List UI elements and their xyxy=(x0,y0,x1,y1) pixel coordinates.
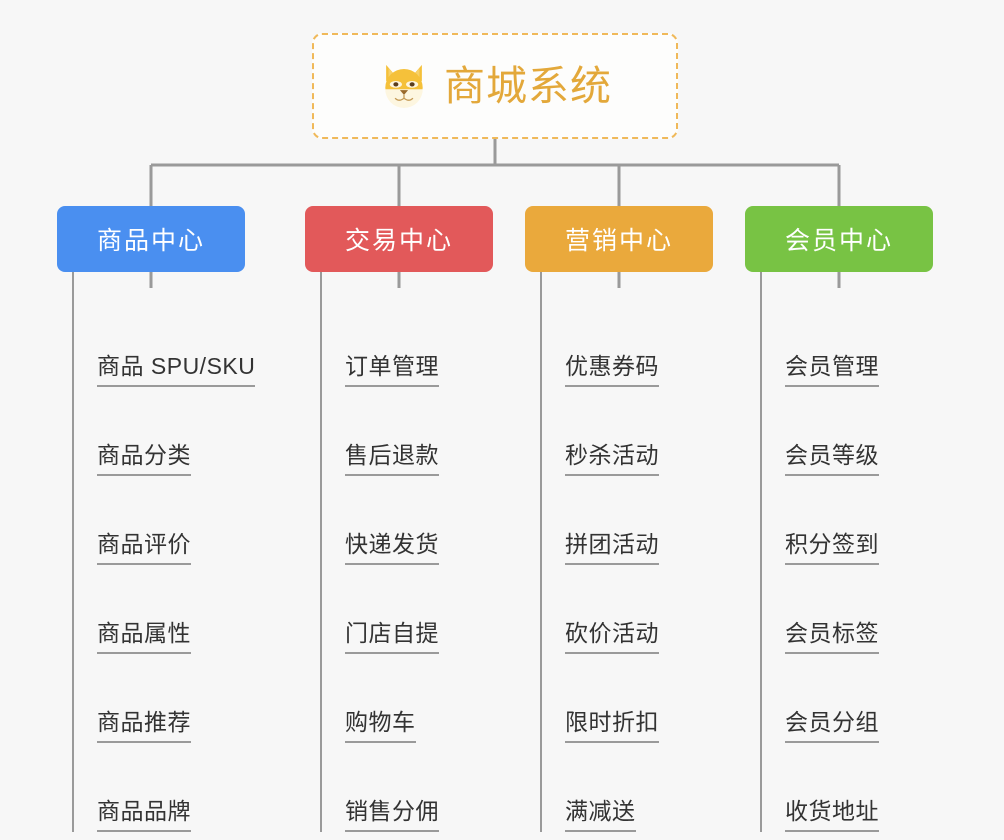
leaf-label: 会员管理 xyxy=(785,353,879,387)
category-label: 交易中心 xyxy=(344,227,453,255)
leaf-item[interactable]: 满减送 xyxy=(541,743,713,832)
leaf-item[interactable]: 门店自提 xyxy=(321,565,493,654)
branch-trunk-line xyxy=(760,272,762,832)
leaf-label: 积分签到 xyxy=(785,531,879,565)
leaf-item[interactable]: 商品评价 xyxy=(73,476,245,565)
leaf-item[interactable]: 优惠券码 xyxy=(541,298,713,387)
leaf-label: 商品 SPU/SKU xyxy=(97,353,256,387)
leaf-item[interactable]: 拼团活动 xyxy=(541,476,713,565)
leaf-label: 满减送 xyxy=(565,798,636,832)
leaf-label: 优惠券码 xyxy=(565,353,659,387)
leaf-label: 商品品牌 xyxy=(97,798,191,832)
leaf-item[interactable]: 会员标签 xyxy=(761,565,933,654)
leaf-label: 商品属性 xyxy=(97,620,191,654)
leaf-item[interactable]: 商品 SPU/SKU xyxy=(73,298,256,387)
leaf-item[interactable]: 积分签到 xyxy=(761,476,933,565)
category-header-member-center[interactable]: 会员中心 xyxy=(745,206,933,272)
category-label: 营销中心 xyxy=(564,227,673,255)
leaf-item[interactable]: 快递发货 xyxy=(321,476,493,565)
leaf-label: 秒杀活动 xyxy=(565,442,659,476)
branch-column-product-center: 商品中心 商品 SPU/SKU 商品分类 商品评价 商品属性 商品推荐 商品品牌 xyxy=(57,206,256,832)
root-node[interactable]: 商城系统 xyxy=(312,33,678,139)
leaf-list-trade-center: 订单管理 售后退款 快递发货 门店自提 购物车 销售分佣 xyxy=(305,272,493,832)
leaf-item[interactable]: 限时折扣 xyxy=(541,654,713,743)
leaf-item[interactable]: 秒杀活动 xyxy=(541,387,713,476)
leaf-label: 购物车 xyxy=(345,709,416,743)
branch-trunk-line xyxy=(320,272,322,832)
leaf-label: 商品推荐 xyxy=(97,709,191,743)
leaf-label: 砍价活动 xyxy=(565,620,659,654)
leaf-list-member-center: 会员管理 会员等级 积分签到 会员标签 会员分组 收货地址 xyxy=(745,272,933,832)
leaf-label: 销售分佣 xyxy=(345,798,439,832)
leaf-item[interactable]: 购物车 xyxy=(321,654,493,743)
branch-trunk-line xyxy=(72,272,74,832)
leaf-item[interactable]: 商品属性 xyxy=(73,565,245,654)
leaf-item[interactable]: 会员管理 xyxy=(761,298,933,387)
leaf-item[interactable]: 订单管理 xyxy=(321,298,493,387)
leaf-item[interactable]: 商品分类 xyxy=(73,387,245,476)
leaf-item[interactable]: 会员分组 xyxy=(761,654,933,743)
leaf-label: 收货地址 xyxy=(785,798,879,832)
category-header-trade-center[interactable]: 交易中心 xyxy=(305,206,493,272)
leaf-item[interactable]: 销售分佣 xyxy=(321,743,493,832)
leaf-item[interactable]: 砍价活动 xyxy=(541,565,713,654)
leaf-label: 售后退款 xyxy=(345,442,439,476)
branch-trunk-line xyxy=(540,272,542,832)
category-label: 会员中心 xyxy=(784,227,893,255)
leaf-label: 拼团活动 xyxy=(565,531,659,565)
leaf-label: 商品分类 xyxy=(97,442,191,476)
branch-column-trade-center: 交易中心 订单管理 售后退款 快递发货 门店自提 购物车 销售分佣 xyxy=(305,206,493,832)
leaf-label: 快递发货 xyxy=(345,531,439,565)
category-header-marketing-center[interactable]: 营销中心 xyxy=(525,206,713,272)
branch-column-marketing-center: 营销中心 优惠券码 秒杀活动 拼团活动 砍价活动 限时折扣 满减送 xyxy=(525,206,713,832)
leaf-label: 会员等级 xyxy=(785,442,879,476)
leaf-item[interactable]: 售后退款 xyxy=(321,387,493,476)
leaf-item[interactable]: 商品推荐 xyxy=(73,654,245,743)
leaf-label: 商品评价 xyxy=(97,531,191,565)
shiba-dog-face-icon xyxy=(385,64,423,108)
leaf-label: 门店自提 xyxy=(345,620,439,654)
leaf-list-marketing-center: 优惠券码 秒杀活动 拼团活动 砍价活动 限时折扣 满减送 xyxy=(525,272,713,832)
leaf-label: 订单管理 xyxy=(345,353,439,387)
category-label: 商品中心 xyxy=(96,227,205,255)
category-header-product-center[interactable]: 商品中心 xyxy=(57,206,245,272)
root-title: 商城系统 xyxy=(444,62,612,109)
leaf-item[interactable]: 商品品牌 xyxy=(73,743,245,832)
leaf-label: 会员分组 xyxy=(785,709,879,743)
leaf-item[interactable]: 收货地址 xyxy=(761,743,933,832)
leaf-label: 会员标签 xyxy=(785,620,879,654)
branch-column-member-center: 会员中心 会员管理 会员等级 积分签到 会员标签 会员分组 收货地址 xyxy=(745,206,933,832)
leaf-item[interactable]: 会员等级 xyxy=(761,387,933,476)
leaf-label: 限时折扣 xyxy=(565,709,659,743)
leaf-list-product-center: 商品 SPU/SKU 商品分类 商品评价 商品属性 商品推荐 商品品牌 xyxy=(57,272,256,832)
